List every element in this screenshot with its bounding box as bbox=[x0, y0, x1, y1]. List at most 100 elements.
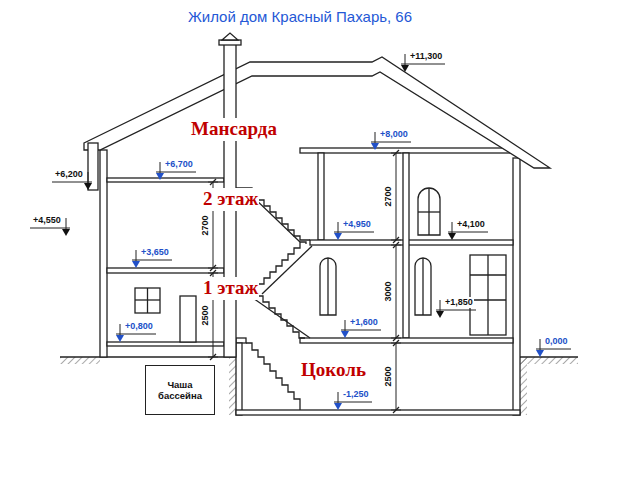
stair bbox=[258, 242, 306, 290]
dimension-extension bbox=[391, 410, 401, 411]
elevation-mark: +4,100 bbox=[456, 219, 486, 230]
elevation-leader bbox=[52, 182, 92, 183]
node-text: Чаша бассейна bbox=[150, 379, 210, 402]
elevation-leader bbox=[371, 142, 411, 143]
elevation-leader bbox=[338, 222, 339, 233]
window-frame bbox=[418, 211, 440, 212]
elevation-leader bbox=[116, 334, 156, 335]
attic-window bbox=[418, 188, 440, 235]
slab bbox=[236, 410, 520, 415]
slab bbox=[107, 178, 224, 182]
window bbox=[135, 288, 160, 313]
wall bbox=[513, 158, 520, 415]
elevation-triangle bbox=[156, 173, 164, 180]
elevation-mark: +6,200 bbox=[54, 169, 84, 180]
elevation-triangle bbox=[448, 233, 456, 240]
slab bbox=[310, 240, 513, 245]
arched-window bbox=[415, 258, 431, 315]
dimension-extension bbox=[391, 245, 401, 246]
elevation-leader bbox=[440, 300, 441, 311]
window-frame bbox=[422, 258, 423, 315]
ground-hatch bbox=[60, 357, 100, 364]
chimney-cap bbox=[222, 33, 238, 40]
dimension-extension bbox=[208, 273, 218, 274]
elevation-triangle bbox=[371, 143, 379, 150]
elevation-leader bbox=[536, 349, 571, 350]
elevation-mark: 0,000 bbox=[544, 336, 569, 347]
elevation-triangle bbox=[401, 65, 409, 72]
elevation-triangle bbox=[132, 261, 140, 268]
elevation-leader bbox=[160, 162, 161, 173]
elevation-triangle bbox=[436, 311, 444, 318]
arched-window bbox=[320, 258, 336, 315]
dimension-extension bbox=[208, 182, 218, 183]
dimension-value: 2500 bbox=[199, 304, 210, 326]
roof bbox=[84, 57, 550, 168]
elevation-leader bbox=[66, 218, 67, 229]
elevation-triangle bbox=[116, 335, 124, 342]
elevation-triangle bbox=[536, 350, 544, 357]
elevation-leader bbox=[436, 310, 476, 311]
dimension-extension bbox=[391, 338, 401, 339]
slab bbox=[300, 338, 513, 343]
slab bbox=[236, 338, 246, 343]
dimension-line bbox=[396, 343, 397, 410]
dimension-extension bbox=[208, 268, 218, 269]
chimney-cap bbox=[219, 40, 241, 45]
pool-box: Чаша бассейна bbox=[145, 365, 215, 415]
elevation-mark: +4,950 bbox=[342, 219, 372, 230]
wall bbox=[236, 343, 242, 415]
stair-stringer bbox=[262, 246, 312, 294]
elevation-leader bbox=[452, 222, 453, 233]
elevation-leader bbox=[405, 54, 406, 65]
elevation-leader bbox=[334, 232, 374, 233]
elevation-mark: +1,850 bbox=[444, 297, 474, 308]
elevation-leader bbox=[375, 132, 376, 143]
ground-hatch bbox=[520, 357, 578, 364]
wall bbox=[403, 153, 409, 338]
elevation-mark: -1,250 bbox=[342, 389, 370, 400]
elevation-leader bbox=[540, 339, 541, 350]
ground-hatch bbox=[520, 357, 527, 415]
floor-name: Цоколь bbox=[300, 359, 367, 382]
dimension-line bbox=[396, 245, 397, 338]
window-frame bbox=[327, 258, 328, 315]
elevation-leader bbox=[136, 250, 137, 261]
slab bbox=[107, 342, 224, 346]
elevation-mark: +11,300 bbox=[409, 51, 443, 62]
dimension-extension bbox=[391, 153, 401, 154]
ground-line bbox=[513, 356, 578, 357]
slab bbox=[107, 268, 224, 273]
elevation-leader bbox=[156, 172, 196, 173]
elevation-leader bbox=[334, 402, 372, 403]
elevation-leader bbox=[341, 330, 381, 331]
elevation-triangle bbox=[334, 403, 342, 410]
stair bbox=[246, 343, 300, 410]
floor-name: Мансарда bbox=[190, 118, 278, 141]
ground-line bbox=[60, 356, 236, 357]
dimension-value: 2700 bbox=[382, 185, 393, 207]
window-frame bbox=[487, 255, 488, 335]
elevation-triangle bbox=[334, 233, 342, 240]
elevation-leader bbox=[120, 324, 121, 335]
door bbox=[180, 296, 196, 342]
dimension-extension bbox=[391, 343, 401, 344]
dimension-line bbox=[396, 153, 397, 240]
elevation-leader bbox=[88, 172, 89, 183]
elevation-leader bbox=[448, 232, 488, 233]
elevation-leader bbox=[338, 392, 339, 403]
window-frame bbox=[470, 299, 506, 300]
elevation-triangle bbox=[341, 331, 349, 338]
dimension-extension bbox=[208, 357, 218, 358]
elevation-mark: +6,700 bbox=[164, 159, 194, 170]
dimension-extension bbox=[391, 240, 401, 241]
elevation-leader bbox=[132, 260, 172, 261]
dimension-value: 2500 bbox=[382, 365, 393, 387]
elevation-mark: +0,800 bbox=[124, 321, 154, 332]
window-frame bbox=[470, 274, 506, 275]
wall bbox=[100, 150, 107, 357]
dimension-value: 2700 bbox=[199, 214, 210, 236]
